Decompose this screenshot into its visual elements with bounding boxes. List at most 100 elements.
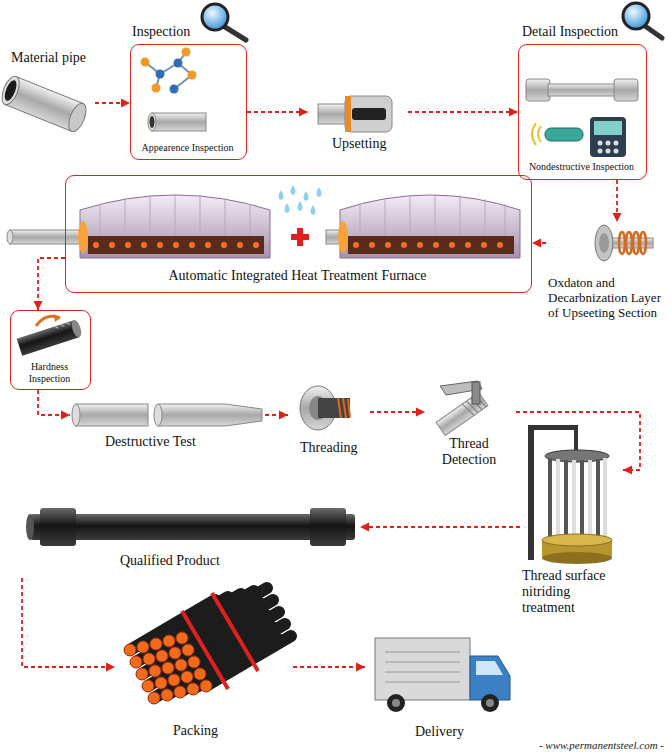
bundle-pipe-end bbox=[163, 635, 175, 647]
arrow-head bbox=[623, 466, 632, 475]
process-step: Upsetting bbox=[308, 90, 408, 158]
arrow-head bbox=[106, 663, 115, 672]
test-sample-icon bbox=[72, 404, 262, 426]
flow-arrow bbox=[370, 408, 425, 417]
arrow-head bbox=[356, 663, 365, 672]
magnifier-icon bbox=[623, 3, 662, 38]
bundle-pipe-end bbox=[168, 674, 180, 686]
flow-arrow bbox=[265, 411, 288, 420]
flow-line bbox=[22, 578, 115, 667]
finished-pipe-icon bbox=[26, 508, 355, 546]
step-label: Thread Detection bbox=[425, 436, 513, 468]
step-label: Automatic Integrated Heat Treatment Furn… bbox=[66, 268, 529, 284]
bundle-pipe-end bbox=[149, 665, 161, 677]
bundle-pipe-end bbox=[148, 692, 160, 704]
bundle-pipe-end bbox=[194, 668, 206, 680]
bundle-pipe-end bbox=[181, 671, 193, 683]
step-label: Upsetting bbox=[332, 136, 386, 152]
material-pipe-icon bbox=[0, 74, 89, 134]
bundle-pipe-end bbox=[188, 656, 200, 668]
pipe-sample-icon bbox=[148, 113, 206, 131]
flow-arrow bbox=[532, 239, 546, 248]
process-box: Detail InspectionNondestructive Inspecti… bbox=[518, 44, 647, 180]
arrow-head bbox=[613, 213, 622, 222]
arrow-head bbox=[279, 411, 288, 420]
bundle-strap bbox=[182, 611, 228, 689]
step-label: Oxdaton and Decarbnization Layer of Upse… bbox=[548, 276, 666, 321]
bundle-pipe-end bbox=[143, 653, 155, 665]
bundle-pipe-end bbox=[174, 686, 186, 698]
flow-arrow bbox=[38, 390, 70, 420]
flow-arrow bbox=[95, 99, 130, 108]
bundle-pipe-end bbox=[142, 680, 154, 692]
arrow-head bbox=[299, 108, 308, 117]
bundle-pipe-end bbox=[161, 689, 173, 701]
arrow-head bbox=[34, 301, 43, 310]
step-label: Qualified Product bbox=[120, 553, 220, 569]
step-label: Delivery bbox=[415, 724, 464, 740]
bundle-pipe-end bbox=[162, 662, 174, 674]
flow-arrow bbox=[613, 180, 622, 222]
bundle-pipe-end bbox=[137, 641, 149, 653]
upset-bar-icon bbox=[526, 79, 638, 101]
threading-machine-icon bbox=[300, 386, 350, 430]
step-label: Packing bbox=[173, 723, 218, 739]
water-quench-icon bbox=[279, 185, 322, 215]
plus-symbol bbox=[291, 228, 309, 246]
flow-arrow bbox=[360, 523, 520, 532]
step-label: Thread surface nitriding treatment bbox=[522, 568, 620, 616]
bundle-pipe-end bbox=[136, 668, 148, 680]
process-step: Oxdaton and Decarbnization Layer of Upse… bbox=[546, 222, 669, 348]
sub-label: Nondestructive Inspection bbox=[519, 161, 644, 173]
process-step: Thread Detection bbox=[425, 378, 516, 478]
bundle-pipe-end bbox=[182, 644, 194, 656]
truck-icon bbox=[375, 638, 510, 712]
process-step: Delivery bbox=[365, 628, 515, 743]
arrow-head bbox=[532, 239, 541, 248]
bundle-pipe-end bbox=[130, 656, 142, 668]
bundle-pipe-end bbox=[176, 632, 188, 644]
flow-line bbox=[293, 666, 365, 668]
sub-label: Appearence Inspection bbox=[131, 142, 244, 154]
furnace-icon bbox=[326, 194, 520, 258]
flow-line bbox=[38, 390, 70, 415]
process-step: Material pipe bbox=[5, 50, 95, 134]
flow-line bbox=[408, 111, 518, 113]
process-step: Destructive Test bbox=[70, 396, 265, 454]
induction-coil-icon bbox=[595, 225, 653, 261]
furnace-icon bbox=[7, 194, 270, 258]
arrow-head bbox=[61, 411, 70, 420]
thread-gauge-icon bbox=[436, 381, 488, 435]
upsetting-die-icon bbox=[318, 96, 392, 132]
process-step: Threading bbox=[288, 383, 370, 461]
flow-line bbox=[38, 258, 65, 310]
flow-arrow bbox=[34, 258, 66, 310]
step-label: Inspection bbox=[132, 24, 190, 40]
flow-line bbox=[516, 412, 640, 470]
flow-arrow bbox=[516, 412, 640, 475]
step-label: Detail Inspection bbox=[522, 24, 618, 40]
arrow-head bbox=[416, 408, 425, 417]
molecule-icon bbox=[141, 48, 197, 94]
bundle-pipe-end bbox=[155, 677, 167, 689]
bundle-pipe-end bbox=[150, 638, 162, 650]
magnifier-icon bbox=[202, 4, 246, 40]
process-box: Automatic Integrated Heat Treatment Furn… bbox=[65, 175, 532, 293]
process-box: Hardness Inspection bbox=[10, 310, 91, 390]
bundle-pipe-end bbox=[200, 680, 212, 692]
bundle-pipe-end bbox=[156, 650, 168, 662]
flow-arrow bbox=[293, 663, 365, 672]
pipe-bundle-icon bbox=[124, 588, 291, 704]
hardness-test-icon bbox=[17, 314, 83, 356]
process-step: Qualified Product bbox=[15, 500, 360, 578]
process-step: Packing bbox=[115, 595, 293, 745]
bundle-strap bbox=[212, 593, 258, 671]
arrow-head bbox=[509, 108, 518, 117]
flow-arrow bbox=[247, 108, 308, 117]
step-label: Threading bbox=[300, 440, 358, 456]
watermark: - www.permanentsteel.com - bbox=[539, 739, 664, 751]
